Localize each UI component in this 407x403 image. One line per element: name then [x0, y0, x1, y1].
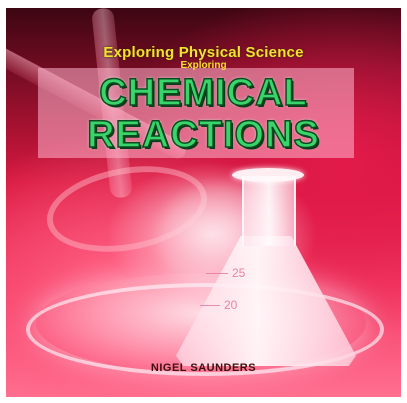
book-cover: 25 20 Exploring Physical Science Explori…: [6, 8, 401, 397]
flask-lip: [232, 168, 304, 182]
pre-title: Exploring: [180, 60, 227, 71]
flask-tick: [206, 273, 228, 274]
book-title-line-1: CHEMICAL: [98, 71, 308, 115]
flask-neck: [242, 176, 296, 246]
flask-mark-25: 25: [232, 266, 246, 280]
author-name: NIGEL SAUNDERS: [150, 362, 257, 374]
flask-mark-20: 20: [224, 298, 238, 312]
book-title-line-2: REACTIONS: [86, 113, 320, 157]
flask-tick: [200, 305, 220, 306]
series-title: Exploring Physical Science: [103, 44, 304, 61]
title-box: [38, 68, 354, 158]
